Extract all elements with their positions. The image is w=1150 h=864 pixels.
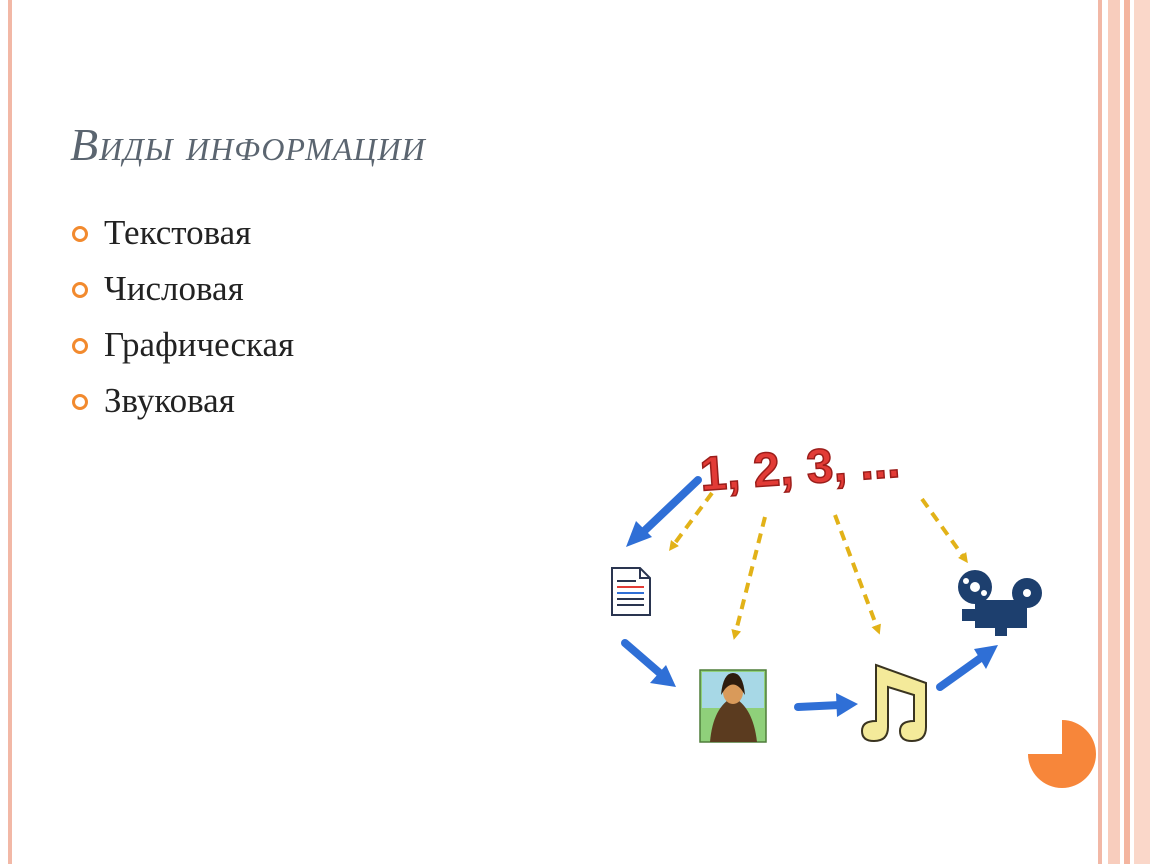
film-projector-icon [958,570,1042,636]
arrow-to-picture [621,639,676,687]
list-item: Графическая [70,322,294,378]
bullet-icon [72,394,88,410]
left-frame-line [8,0,12,864]
bullet-icon [72,282,88,298]
list-item: Числовая [70,266,294,322]
dashed-arrow-music [833,514,881,635]
list-item-label: Графическая [104,325,295,364]
pie-decor-icon [1028,720,1096,788]
dashed-arrow-text [669,491,714,552]
picture-icon [699,669,767,743]
slide-title: Виды информации [70,119,426,170]
list-item: Звуковая [70,378,294,434]
bullet-icon [72,226,88,242]
arrow-to-music [794,693,858,717]
arrow-to-text [626,476,702,547]
info-types-diagram: 1, 2, 3, ... [611,434,1042,743]
dashed-arrow-video [920,497,968,564]
list-item: Текстовая [70,210,294,266]
list-item-label: Текстовая [104,213,252,252]
info-types-list: Текстовая Числовая Графическая Звуковая [70,210,294,434]
list-item-label: Числовая [104,269,244,308]
bullet-icon [72,338,88,354]
text-document-icon [611,567,651,616]
music-note-icon [860,663,927,743]
numbers-text: 1, 2, 3, ... [698,435,901,502]
right-decor-stripes [1098,0,1150,864]
list-item-label: Звуковая [104,381,235,420]
arrow-to-projector [936,645,998,691]
dashed-arrow-picture [731,516,767,640]
